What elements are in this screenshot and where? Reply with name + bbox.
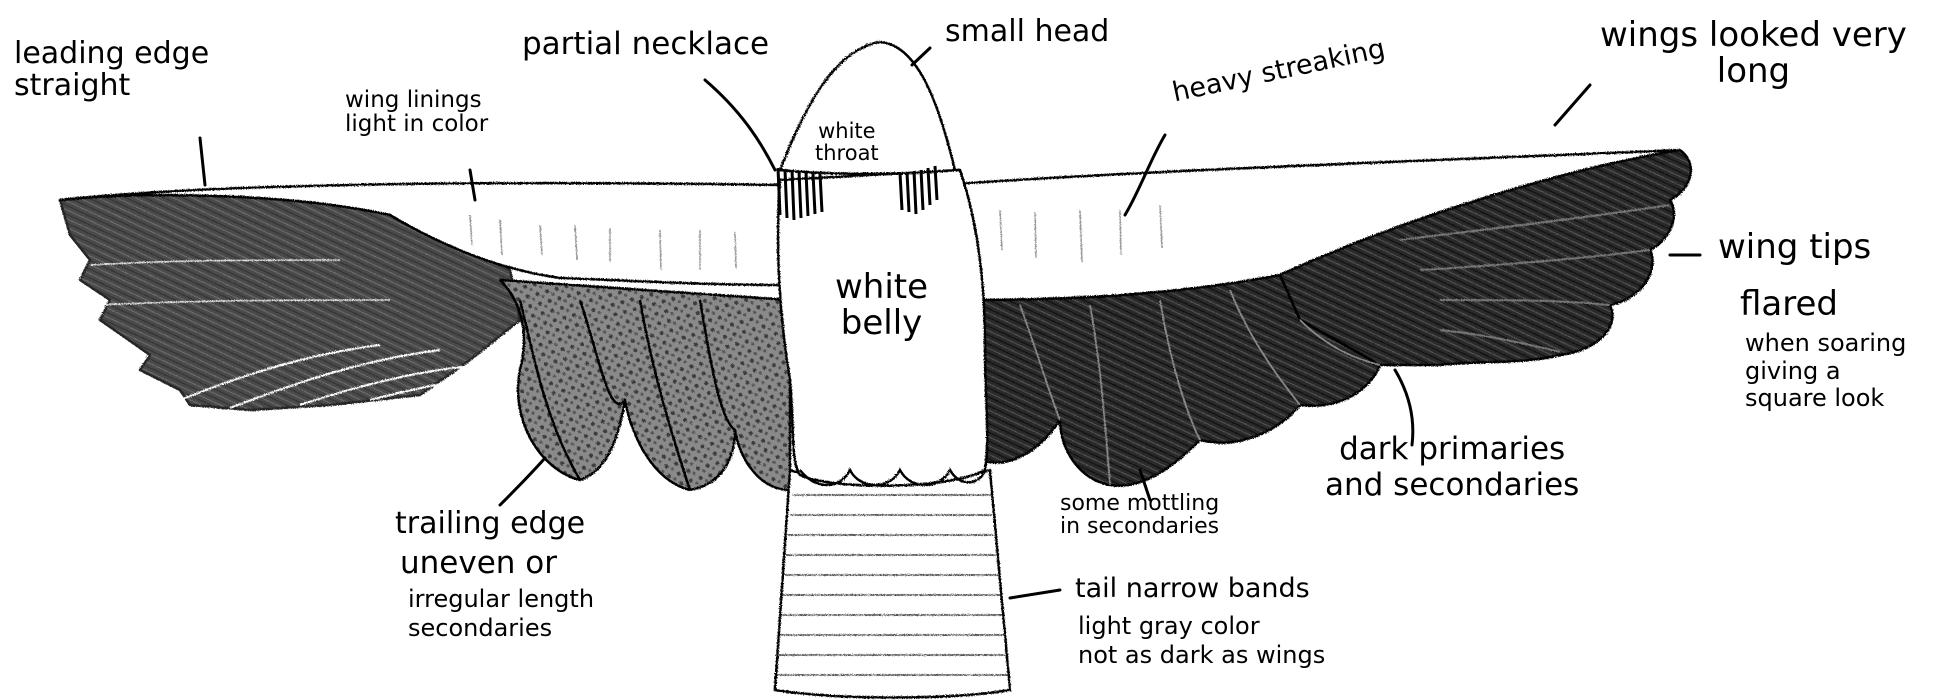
label-uneven: uneven or <box>400 547 557 580</box>
trailing-edge-pointer <box>500 458 545 505</box>
label-when-soaring: when soaring giving a square look <box>1745 330 1906 413</box>
leading-edge-pointer <box>200 138 205 185</box>
label-trailing-edge: trailing edge <box>395 508 585 540</box>
label-tail-bands: tail narrow bands <box>1075 575 1310 603</box>
label-small-head: small head <box>945 16 1109 48</box>
bird-body <box>775 42 1010 698</box>
label-flared: flared <box>1740 287 1838 323</box>
wings-long-pointer <box>1555 85 1590 125</box>
label-partial-necklace: partial necklace <box>522 28 769 61</box>
label-white-belly: white belly <box>835 270 928 341</box>
tail-pointer <box>1010 590 1060 598</box>
label-wing-linings: wing linings light in color <box>345 88 488 136</box>
label-wings-long: wings looked very long <box>1600 18 1907 89</box>
tail <box>775 470 1010 698</box>
label-white-throat: white throat <box>815 120 879 164</box>
label-irregular-length: irregular length secondaries <box>408 585 594 643</box>
partial-necklace-pointer <box>705 80 775 170</box>
left-wing <box>60 183 790 490</box>
label-leading-edge: leading edge straight <box>14 38 209 101</box>
label-some-mottling: some mottling in secondaries <box>1060 492 1219 538</box>
label-tail-gray: light gray color not as dark as wings <box>1078 612 1325 670</box>
small-head-pointer <box>912 48 930 65</box>
label-wing-tips: wing tips <box>1718 230 1871 266</box>
label-dark-primaries: dark primaries and secondaries <box>1325 432 1579 503</box>
